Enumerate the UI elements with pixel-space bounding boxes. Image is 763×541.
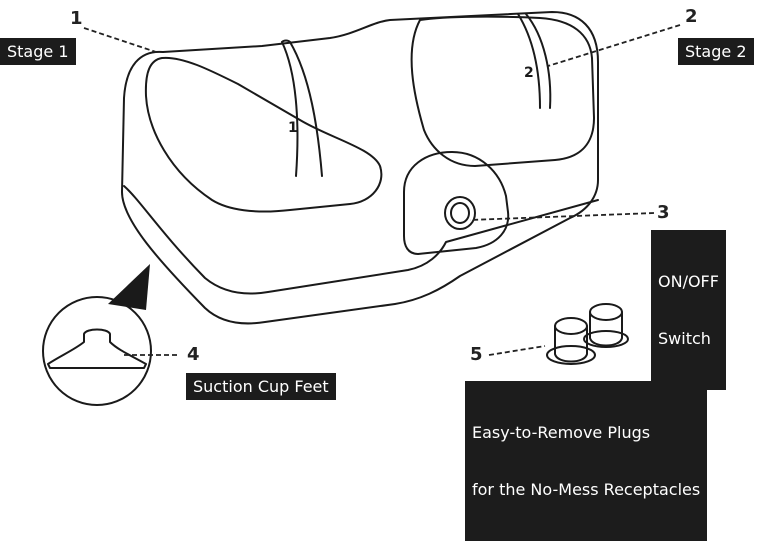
on-off-switch-label-line-1: ON/OFF — [658, 272, 719, 291]
stage-1-slot-b — [289, 41, 323, 177]
callout-number-3: 3 — [657, 202, 670, 223]
plugs-label-line-1: Easy-to-Remove Plugs — [472, 423, 651, 442]
sharpener-body — [121, 11, 599, 325]
on-off-switch-label-line-2: Switch — [658, 329, 711, 348]
plugs-label: Easy-to-Remove Plugs for the No-Mess Rec… — [465, 381, 708, 541]
slot-mark-2: 2 — [524, 65, 534, 81]
slot-mark-1: 1 — [288, 120, 298, 136]
callout-number-5: 5 — [470, 344, 483, 365]
stage-2-slot-b — [525, 13, 552, 109]
stage-2-plate — [410, 15, 595, 167]
plug-body-right — [589, 311, 623, 347]
callout-number-4: 4 — [187, 344, 200, 365]
leader-line-3 — [469, 212, 655, 221]
switch-button — [444, 196, 476, 230]
plug-base-right — [583, 330, 629, 348]
leader-line-5 — [488, 345, 546, 356]
sharpener-base-line — [123, 185, 599, 295]
stage-1-slot-a — [281, 41, 299, 177]
plug-top-left — [554, 317, 588, 335]
plug-body-left — [554, 325, 588, 363]
sharpener-diagram: 1 2 1 2 3 4 5 Stage 1 Stage 2 ON/OFF Swi… — [0, 6, 754, 541]
diagram-canvas: 1 2 — [42, 11, 681, 406]
callout-number-1: 1 — [70, 8, 83, 29]
plugs-label-line-2: for the No-Mess Receptacles — [472, 480, 701, 499]
plug-base-left — [546, 345, 596, 365]
plug-top-right — [589, 303, 623, 321]
switch-inner — [450, 202, 470, 224]
suction-cup-foot — [47, 328, 147, 369]
on-off-switch-label: ON/OFF Switch — [651, 230, 726, 390]
stage-1-plate — [144, 56, 383, 213]
suction-cup-zoom-circle — [42, 296, 152, 406]
stage-1-slot-c — [281, 39, 291, 43]
zoom-pointer — [108, 264, 150, 310]
suction-cup-feet-label: Suction Cup Feet — [186, 373, 336, 400]
leader-line-2 — [547, 24, 681, 67]
leader-line-1 — [83, 27, 157, 53]
stage-2-label: Stage 2 — [678, 38, 754, 65]
stage-1-label: Stage 1 — [0, 38, 76, 65]
stage-2-slot-a — [517, 13, 541, 109]
callout-number-2: 2 — [685, 6, 698, 27]
switch-recess — [403, 151, 510, 255]
